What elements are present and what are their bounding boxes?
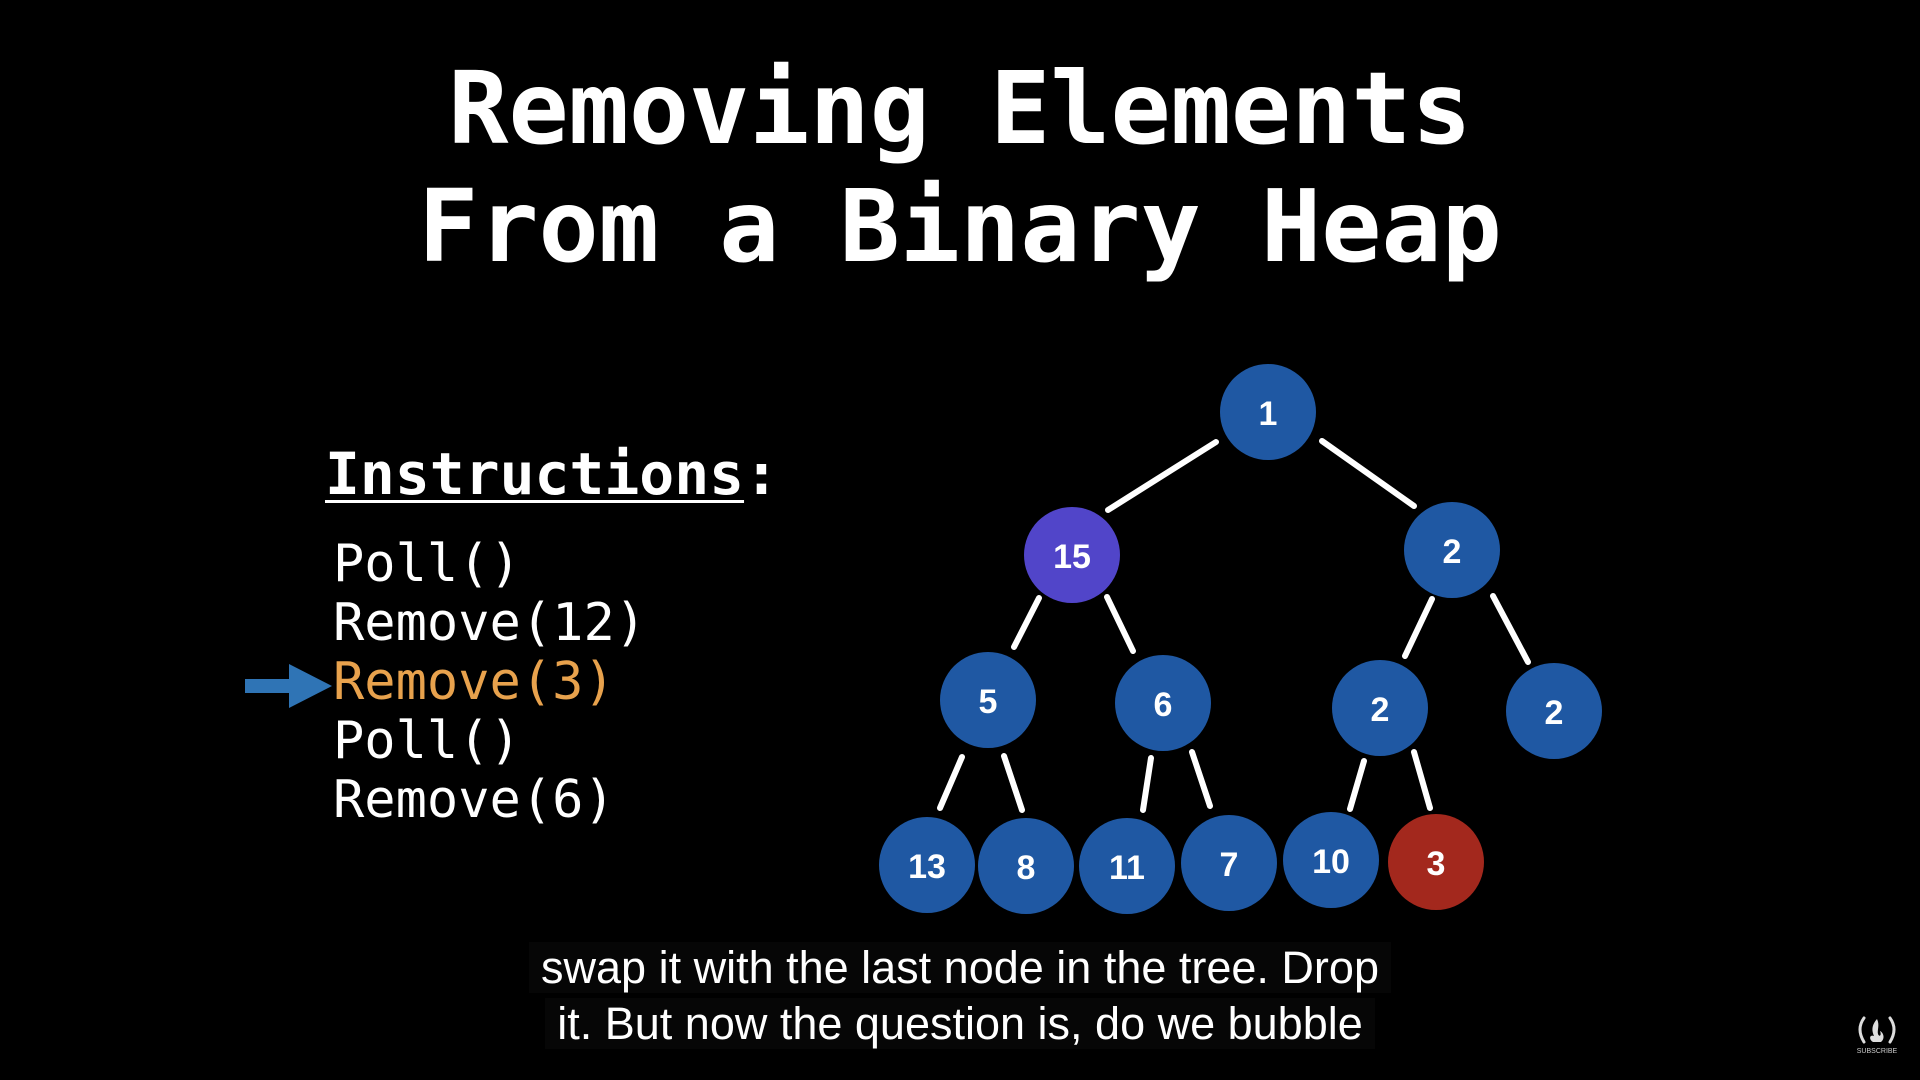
channel-subscribe-watermark[interactable]: SUBSCRIBE xyxy=(1852,1012,1902,1060)
svg-text:3: 3 xyxy=(1427,845,1446,883)
heap-node: 2 xyxy=(1404,502,1500,598)
tree-edge xyxy=(1189,749,1213,809)
tree-edge xyxy=(1001,753,1025,813)
instruction-item: Remove(6) xyxy=(333,770,615,830)
heap-node: 6 xyxy=(1115,655,1211,751)
instructions-heading-text: Instructions xyxy=(325,440,745,508)
heap-node: 2 xyxy=(1332,660,1428,756)
heap-node-removed: 3 xyxy=(1388,814,1484,910)
tree-edge xyxy=(1490,593,1531,665)
tree-edges xyxy=(937,438,1531,813)
current-instruction-arrow-icon xyxy=(245,664,332,708)
heap-node: 13 xyxy=(879,817,975,913)
tree-edge xyxy=(1402,596,1435,659)
subtitle-line-1: swap it with the last node in the tree. … xyxy=(0,940,1920,996)
tree-edge xyxy=(1011,595,1042,650)
tree-edge xyxy=(1140,755,1154,813)
heap-node: 2 xyxy=(1506,663,1602,759)
tree-edge xyxy=(937,754,965,811)
heap-node-highlighted: 15 xyxy=(1024,507,1120,603)
heap-node: 7 xyxy=(1181,815,1277,911)
instruction-item-current: Remove(3) xyxy=(333,652,615,712)
heap-node: 5 xyxy=(940,652,1036,748)
instructions-heading: Instructions: xyxy=(325,438,779,510)
instruction-item: Poll() xyxy=(333,534,521,594)
heap-node: 10 xyxy=(1283,812,1379,908)
svg-text:2: 2 xyxy=(1443,533,1462,571)
svg-text:8: 8 xyxy=(1017,849,1036,887)
slide-title: Removing Elements From a Binary Heap xyxy=(0,50,1920,286)
tree-edge xyxy=(1105,439,1219,513)
video-subtitles: swap it with the last node in the tree. … xyxy=(0,940,1920,1052)
heap-node: 11 xyxy=(1079,818,1175,914)
heap-node: 1 xyxy=(1220,364,1316,460)
subscribe-label: SUBSCRIBE xyxy=(1856,1048,1898,1055)
svg-text:11: 11 xyxy=(1109,849,1145,887)
svg-text:6: 6 xyxy=(1154,686,1173,724)
svg-text:2: 2 xyxy=(1545,694,1564,732)
svg-text:13: 13 xyxy=(908,848,946,886)
svg-text:1: 1 xyxy=(1259,395,1278,433)
tree-edge xyxy=(1347,758,1367,812)
heap-node: 8 xyxy=(978,818,1074,914)
svg-text:5: 5 xyxy=(979,683,998,721)
svg-text:7: 7 xyxy=(1220,846,1239,884)
instructions-heading-colon: : xyxy=(744,440,779,508)
freecodecamp-logo-icon xyxy=(1858,1016,1896,1044)
instruction-item: Remove(12) xyxy=(333,593,647,653)
svg-text:2: 2 xyxy=(1371,691,1390,729)
title-line-1: Removing Elements xyxy=(448,50,1472,167)
tree-edge xyxy=(1319,438,1417,509)
title-line-2: From a Binary Heap xyxy=(418,168,1502,285)
instructions-list: Poll() Remove(12) Remove(3) Poll() Remov… xyxy=(333,535,646,830)
svg-text:10: 10 xyxy=(1312,843,1350,881)
subtitle-line-2: it. But now the question is, do we bubbl… xyxy=(0,996,1920,1052)
tree-edge xyxy=(1411,749,1433,811)
tree-nodes: 1 15 2 5 6 2 2 13 8 11 7 10 3 xyxy=(879,364,1602,914)
instruction-item: Poll() xyxy=(333,711,521,771)
svg-text:15: 15 xyxy=(1053,538,1091,576)
tree-edge xyxy=(1104,594,1136,654)
